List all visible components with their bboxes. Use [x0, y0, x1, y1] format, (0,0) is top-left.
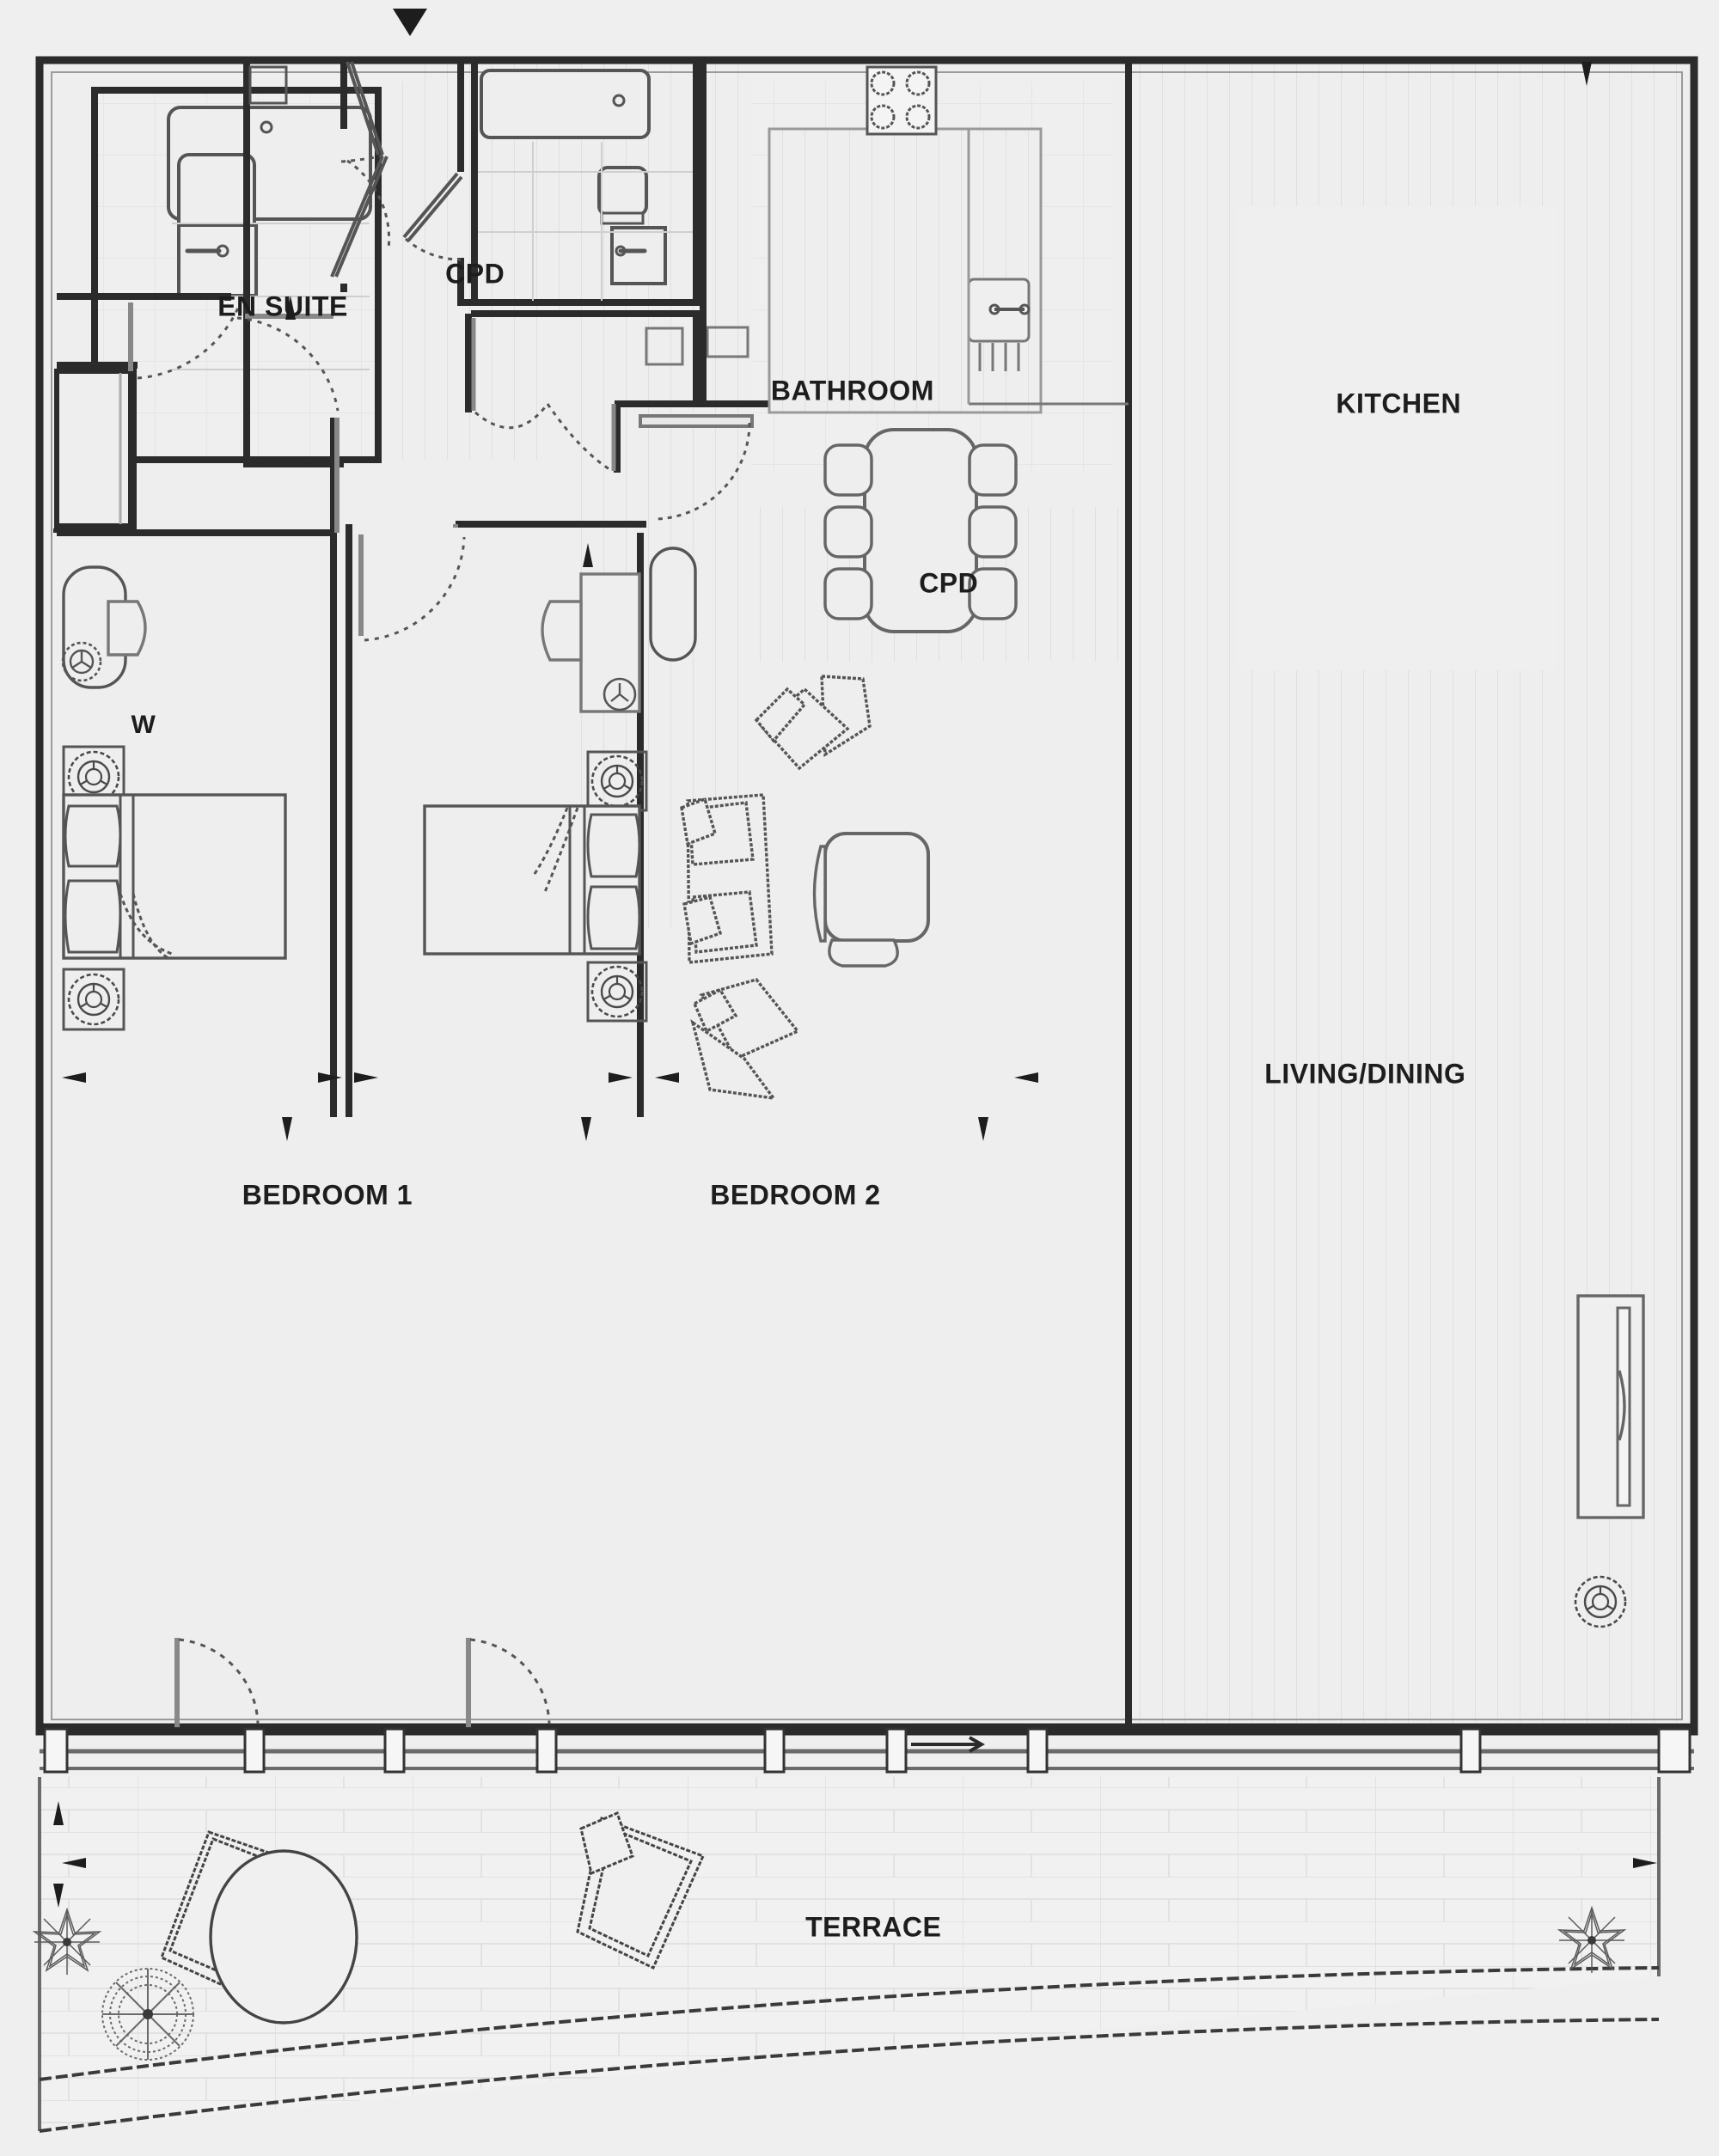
- kitchen-room: [700, 60, 1132, 1727]
- living-dining-room: [680, 428, 1645, 1628]
- lounge-chair-right: [576, 1811, 706, 1970]
- tv-unit: [1576, 1294, 1645, 1519]
- planter-right-real: [1558, 1907, 1625, 1974]
- double-bed-2: [423, 804, 641, 956]
- bathroom-room: [402, 60, 700, 306]
- sofa: [680, 793, 774, 964]
- entrance-arrow-icon: [393, 9, 427, 36]
- round-table-terrace: [209, 1849, 358, 2025]
- armchair-top: [754, 675, 872, 771]
- chair-bed2: [603, 677, 637, 712]
- wardrobe-w: [54, 362, 138, 532]
- dining-chairs: [823, 443, 1018, 620]
- chair-bed1: [61, 641, 102, 682]
- cpd-second-room: [465, 310, 774, 521]
- armchair-bottom: [690, 978, 800, 1101]
- shrub-terrace: [101, 1968, 194, 2061]
- desk-bed2: [541, 547, 697, 713]
- bedroom-2-room: [423, 547, 697, 1023]
- smoke-detector-bed2-bottom: [586, 961, 648, 1023]
- bottom-glazing: [40, 1638, 1694, 1774]
- desk-bed1: [62, 565, 147, 689]
- double-bed-1: [62, 793, 287, 960]
- wc-ensuite: [177, 153, 256, 235]
- dining-table: [863, 428, 978, 633]
- wc-main: [597, 166, 648, 225]
- smoke-detector-bed1-bottom: [62, 968, 125, 1031]
- basin-main: [610, 226, 667, 285]
- terrace-area: [34, 1777, 1661, 2133]
- dimension-markers: [53, 9, 1657, 1908]
- cpd-hall-room: [243, 60, 391, 467]
- door-swings: [128, 302, 466, 642]
- hob-icon: [866, 65, 938, 136]
- coffee-table: [812, 832, 930, 968]
- planter-left: [34, 1909, 101, 1976]
- bathtub-main: [480, 69, 651, 139]
- bedroom-1-room: [61, 565, 287, 1031]
